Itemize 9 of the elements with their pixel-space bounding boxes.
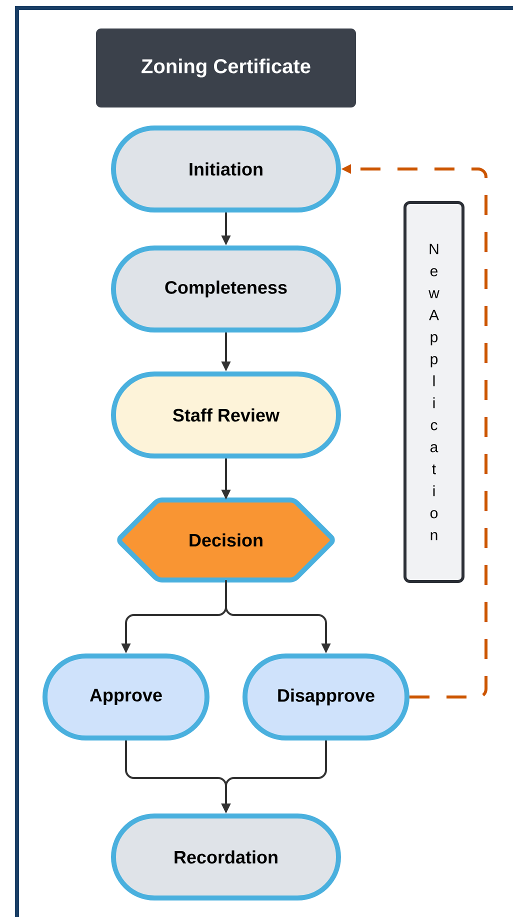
process-box: Initiation (111, 126, 341, 212)
decision-hexagon: Decision (117, 498, 335, 582)
process-box: Recordation (111, 814, 341, 900)
title-box: Zoning Certificate (96, 28, 356, 108)
process-box: Disapprove (242, 654, 410, 740)
edge-label: New Application (404, 201, 464, 583)
process-box: Approve (42, 654, 210, 740)
process-box: Completeness (111, 246, 341, 332)
process-box: Staff Review (111, 372, 341, 458)
